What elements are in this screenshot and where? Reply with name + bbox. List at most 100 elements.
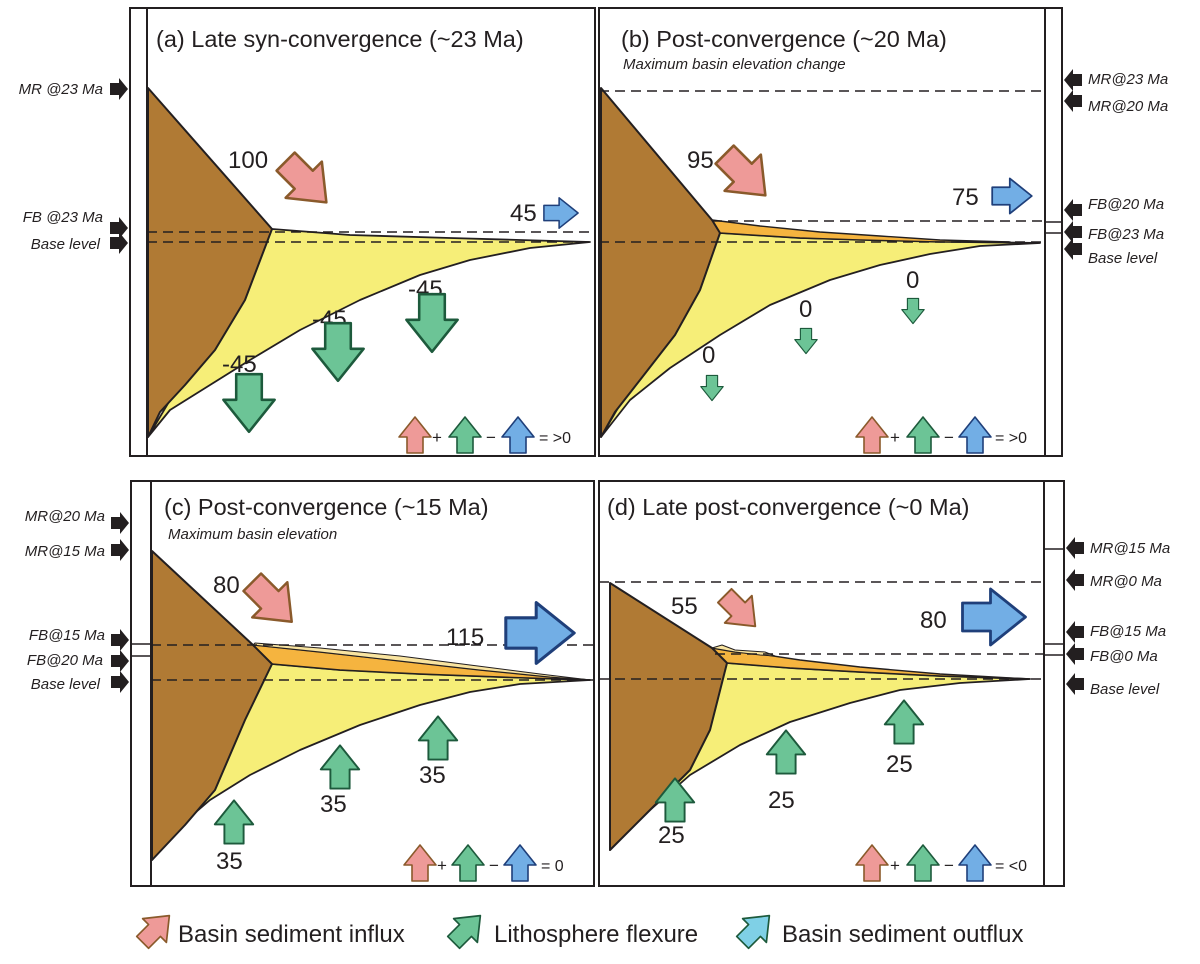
panel-c-label-mr15: MR@15 Ma — [25, 543, 105, 560]
panel-b-eq-plus: + — [890, 428, 900, 447]
legend-influx-arrow-icon — [129, 902, 183, 956]
panel-b-label-fb20: FB@20 Ma — [1088, 196, 1164, 213]
panel-b-flexure-value-1: 0 — [702, 342, 715, 369]
panel-a-fb23-pointer-icon — [110, 217, 128, 239]
panel-d-flexure-arrow-3-icon — [883, 699, 925, 745]
panel-c-orogen-wedge — [151, 550, 273, 861]
panel-b-eq-influx-icon — [855, 416, 889, 454]
panel-c: (c) Post-convergence (~15 Ma) Maximum ba… — [25, 480, 595, 887]
panel-b-outflux-value: 75 — [952, 184, 979, 211]
panel-b-label-mr23: MR@23 Ma — [1088, 71, 1168, 88]
panel-b-mr23-pointer-icon — [1064, 69, 1082, 91]
panel-c-base-level-pointer-icon — [111, 671, 129, 693]
legend-outflux-label: Basin sediment outflux — [782, 921, 1023, 948]
panel-c-fb15-pointer-icon — [111, 629, 129, 651]
panel-d-influx-value: 55 — [671, 593, 698, 620]
panel-b-outflux-arrow-icon — [991, 177, 1033, 215]
panel-a-eq-outflux-icon — [501, 416, 535, 454]
panel-b-label-base-level: Base level — [1088, 250, 1158, 267]
panel-d-label-base-level: Base level — [1090, 681, 1160, 698]
panel-c-mr15-pointer-icon — [111, 539, 129, 561]
panel-d-eq-minus: − — [944, 856, 954, 875]
panel-d-base-level-pointer-icon — [1066, 673, 1084, 695]
panel-a-base-level-pointer-icon — [110, 232, 128, 254]
panel-a-eq-result: = >0 — [539, 430, 571, 447]
panel-c-eq-influx-icon — [403, 844, 437, 882]
panel-c-outflux-value: 115 — [446, 624, 484, 651]
panel-c-mr20-pointer-icon — [111, 512, 129, 534]
panel-a-label-mr23: MR @23 Ma — [19, 81, 103, 98]
panel-c-left-column — [130, 480, 152, 887]
panel-b-title: (b) Post-convergence (~20 Ma) — [621, 26, 947, 52]
panel-b-flexure-value-2: 0 — [799, 296, 812, 323]
panel-c-title: (c) Post-convergence (~15 Ma) — [164, 494, 489, 520]
panel-b-equation: + − = >0 — [855, 416, 1027, 454]
panel-b-influx-arrow-icon — [705, 135, 785, 215]
panel-d-fb0-pointer-icon — [1066, 643, 1084, 665]
panel-c-eq-minus: − — [489, 856, 499, 875]
panel-d-influx-arrow-icon — [710, 581, 770, 641]
panel-b-label-fb23: FB@23 Ma — [1088, 226, 1164, 243]
panel-c-flexure-value-1: 35 — [216, 848, 243, 875]
panel-c-older-fill — [252, 642, 591, 681]
legend-flexure-label: Lithosphere flexure — [494, 921, 698, 948]
panel-c-influx-arrow-icon — [233, 563, 311, 641]
panel-a-eq-plus: + — [432, 428, 442, 447]
panel-b-fb20-pointer-icon — [1064, 199, 1082, 221]
panel-b-eq-result: = >0 — [995, 430, 1027, 447]
panel-d-eq-influx-icon — [855, 844, 889, 882]
panel-a-outflux-value: 45 — [510, 200, 537, 227]
panel-a-orogen-wedge — [147, 87, 273, 438]
panel-c-flexure-value-3: 35 — [419, 762, 446, 789]
panel-d-label-mr15: MR@15 Ma — [1090, 540, 1170, 557]
panel-b-base-level-pointer-icon — [1064, 238, 1082, 260]
panel-d-right-column — [1043, 480, 1065, 887]
panel-c-flexure-arrow-2-icon — [319, 744, 361, 790]
panel-d-fb15-pointer-icon — [1066, 621, 1084, 643]
panel-c-label-mr20: MR@20 Ma — [25, 508, 105, 525]
panel-c-subtitle: Maximum basin elevation — [168, 526, 337, 543]
panel-a-title: (a) Late syn-convergence (~23 Ma) — [156, 26, 524, 52]
panel-d-label-mr0: MR@0 Ma — [1090, 573, 1162, 590]
panel-c-flexure-value-2: 35 — [320, 791, 347, 818]
panel-c-eq-result: = 0 — [541, 858, 564, 875]
legend-outflux-arrow-icon — [729, 902, 783, 956]
panel-d-flexure-value-1: 25 — [658, 822, 685, 849]
panel-a-eq-influx-icon — [398, 416, 432, 454]
panel-d: (d) Late post-convergence (~0 Ma) MR@15 … — [598, 480, 1170, 887]
panel-b: (b) Post-convergence (~20 Ma) Maximum ba… — [598, 7, 1168, 457]
panel-c-label-fb20: FB@20 Ma — [27, 652, 103, 669]
panel-a-flexure-arrow-1-icon — [222, 372, 276, 434]
panel-c-eq-outflux-icon — [503, 844, 537, 882]
panel-b-flexure-value-3: 0 — [906, 267, 919, 294]
panel-d-eq-plus: + — [890, 856, 900, 875]
panel-a-equation: + − = >0 — [398, 416, 571, 454]
panel-b-flexure-arrow-3-icon — [901, 297, 925, 325]
panel-d-equation: + − = <0 — [855, 844, 1027, 882]
panel-d-flexure-arrow-2-icon — [765, 729, 807, 775]
panel-a-outflux-arrow-icon — [543, 197, 579, 229]
panel-c-label-base-level: Base level — [31, 676, 101, 693]
panel-c-eq-flexure-icon — [451, 844, 485, 882]
panel-b-young-fill — [711, 219, 1011, 243]
panel-b-mr20-pointer-icon — [1064, 90, 1082, 112]
panel-d-label-fb15: FB@15 Ma — [1090, 623, 1166, 640]
panel-c-fb20-pointer-icon — [111, 650, 129, 672]
panel-d-orogen-wedge — [609, 582, 728, 851]
panel-c-outflux-arrow-icon — [504, 601, 576, 665]
panel-a-influx-value: 100 — [228, 147, 268, 174]
panel-b-subtitle: Maximum basin elevation change — [623, 56, 846, 73]
panel-c-label-fb15: FB@15 Ma — [29, 627, 105, 644]
panel-a-eq-minus: − — [486, 428, 496, 447]
legend-flexure-arrow-icon — [440, 902, 494, 956]
panel-a: (a) Late syn-convergence (~23 Ma) MR @23… — [19, 7, 596, 457]
panel-d-eq-flexure-icon — [906, 844, 940, 882]
panel-b-right-column — [1044, 7, 1063, 457]
panel-c-equation: + − = 0 — [403, 844, 564, 882]
panel-b-eq-minus: − — [944, 428, 954, 447]
panel-c-flexure-arrow-3-icon — [417, 715, 459, 761]
panel-c-eq-plus: + — [437, 856, 447, 875]
panel-d-label-fb0: FB@0 Ma — [1090, 648, 1158, 665]
